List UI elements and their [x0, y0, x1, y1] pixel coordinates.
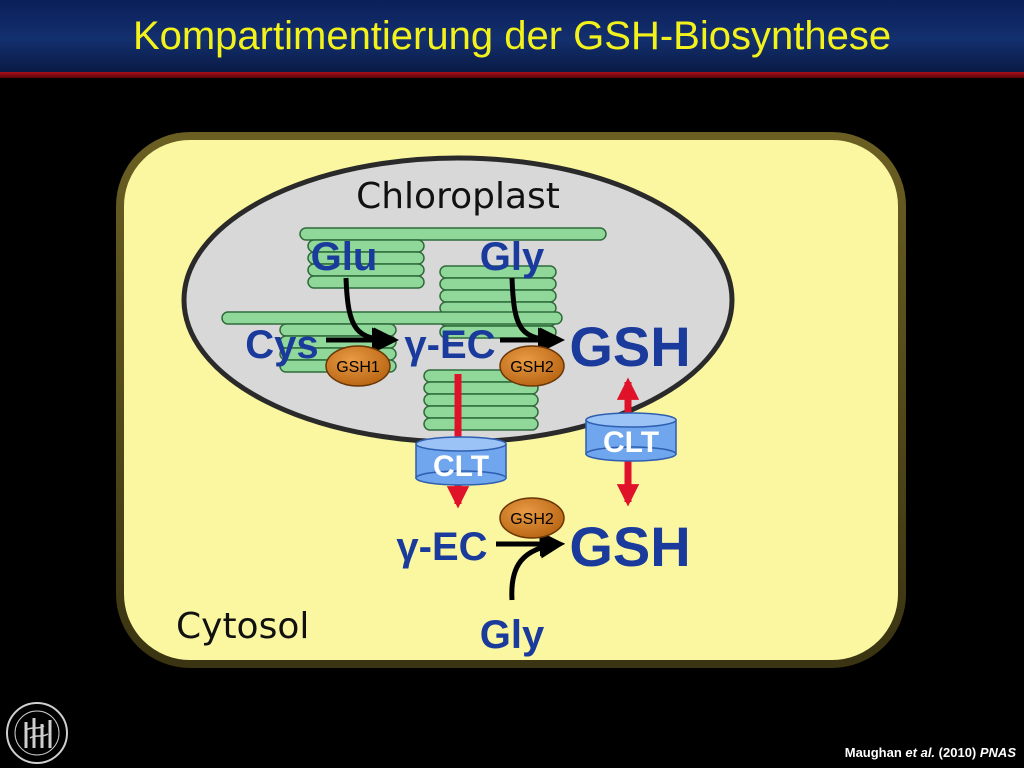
- gec-cytosol-label: γ-EC: [396, 525, 487, 569]
- cytosol-gly-to-gsh-arrow: [509, 533, 565, 601]
- gsh2-cytosol-label: GSH2: [510, 511, 554, 528]
- clt-right-label: CLT: [603, 426, 659, 459]
- citation-etal: et al.: [905, 745, 936, 760]
- cys-label: Cys: [245, 323, 318, 367]
- gsh1-enzyme: GSH1: [325, 345, 391, 387]
- gec-chloroplast-label: γ-EC: [404, 323, 495, 367]
- citation-authors: Maughan: [844, 745, 902, 760]
- glu-label: Glu: [311, 235, 378, 279]
- gsh2-chloroplast-enzyme: GSH2: [499, 345, 565, 387]
- title-underline: [0, 72, 1024, 78]
- title-bar: [0, 0, 1024, 72]
- thylakoid-membranes: [221, 227, 607, 431]
- citation-year: (2010): [938, 745, 977, 760]
- clt-transporter-left: CLT: [415, 436, 507, 486]
- gly-chloroplast-label: Gly: [480, 235, 545, 279]
- slide-title: Kompartimentierung der GSH-Biosynthese: [132, 14, 892, 58]
- citation: Maughan et al. (2010) PNAS: [845, 745, 1016, 760]
- gsh1-label: GSH1: [336, 359, 380, 376]
- chloroplast-label: Chloroplast: [356, 176, 560, 217]
- gsh2-chloroplast-label: GSH2: [510, 359, 554, 376]
- gsh-chloroplast-label: GSH: [569, 315, 690, 378]
- gly-cytosol-label: Gly: [480, 613, 545, 657]
- cytosol-label: Cytosol: [176, 606, 309, 647]
- gsh2-cytosol-enzyme: GSH2: [499, 497, 565, 539]
- institute-seal-icon: [6, 702, 68, 764]
- gsh-cytosol-label: GSH: [569, 515, 690, 578]
- clt-transporter-right: CLT: [585, 412, 677, 462]
- clt-left-label: CLT: [433, 450, 489, 483]
- citation-journal: PNAS: [979, 745, 1016, 760]
